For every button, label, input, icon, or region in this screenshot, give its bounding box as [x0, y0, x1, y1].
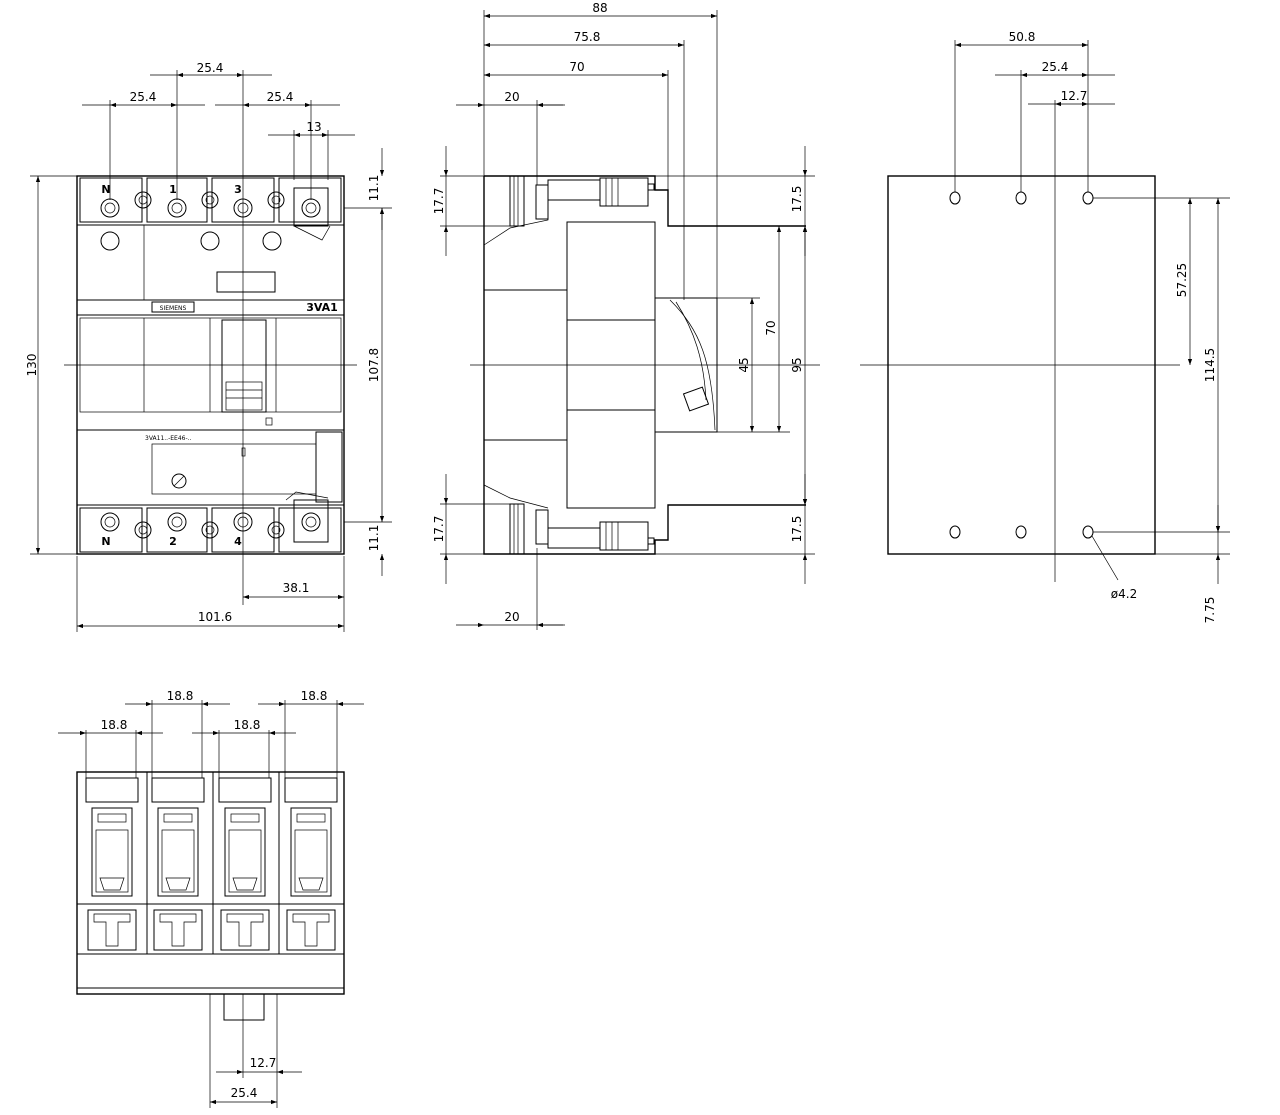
dim-depth-total: 88 — [592, 1, 607, 15]
terminal-label-bottom-2: 2 — [169, 535, 177, 548]
dim-terminal-depth-top: 20 — [504, 90, 519, 104]
model-label: 3VA1 — [306, 301, 338, 314]
brand-plate — [151, 301, 195, 313]
dim-depth-handle: 75.8 — [574, 30, 601, 44]
dim-pitch-right: 25.4 — [267, 90, 294, 104]
dim-cover-bottom: 17.5 — [790, 516, 804, 543]
rating-text: 3VA11..-EE46-.. — [145, 435, 192, 442]
dim-offset-right: 38.1 — [283, 581, 310, 595]
dim-cover-top: 17.5 — [790, 186, 804, 213]
mounting-hole — [949, 525, 961, 539]
dim-width-total: 101.6 — [198, 610, 232, 624]
bottom-terminals: N 2 4 — [79, 491, 342, 553]
dim-depth-front: 70 — [569, 60, 584, 74]
side-dims: 88 75.8 70 20 20 17.7 17.7 17.5 — [432, 1, 808, 628]
dim-hole-vertical: 114.5 — [1203, 348, 1217, 382]
dim-height-inner: 107.8 — [367, 348, 381, 382]
dim-body-height: 95 — [790, 357, 804, 372]
mounting-hole — [1015, 525, 1027, 539]
dim-terminal-height-top: 17.7 — [432, 188, 446, 215]
handle — [221, 319, 267, 413]
terminal-label-bottom-n: N — [101, 535, 110, 548]
dim-terminal-width: 13 — [306, 120, 321, 134]
dim-hole-to-center: 57.25 — [1175, 263, 1189, 297]
dim-terminal-top: 11.1 — [367, 175, 381, 202]
aux-module — [315, 431, 343, 503]
bottom-poles — [85, 777, 338, 951]
dim-top-pitch-right: 18.8 — [301, 689, 328, 703]
front-view: SIEMENS 3VA1 3VA11..-EE46-.. — [25, 61, 392, 632]
bottom-dims: 18.8 18.8 18.8 18.8 12.7 25.4 — [58, 689, 364, 1105]
rating-plate — [151, 443, 317, 495]
dim-terminal-depth-bottom: 20 — [504, 610, 519, 624]
dim-mid-pitch-left: 18.8 — [101, 718, 128, 732]
terminal-label-top-n: N — [101, 183, 110, 196]
drilling-view: 50.8 25.4 12.7 57.25 114.5 ø4.2 7.75 — [860, 30, 1230, 623]
dim-hole-diameter: ø4.2 — [1111, 587, 1137, 601]
dim-handle-offset: 12.7 — [250, 1056, 277, 1070]
dim-hole-offset: 12.7 — [1061, 89, 1088, 103]
mounting-hole — [949, 191, 961, 205]
dim-handle-span: 25.4 — [231, 1086, 258, 1100]
adjust-dial — [171, 473, 187, 489]
dim-pitch-left: 25.4 — [130, 90, 157, 104]
label-window — [216, 271, 276, 293]
side-view: 88 75.8 70 20 20 17.7 17.7 17.5 — [432, 1, 820, 630]
terminal-label-bottom-4: 4 — [234, 535, 242, 548]
dim-terminal-bottom: 11.1 — [367, 525, 381, 552]
dim-hole-bottom-offset: 7.75 — [1203, 597, 1217, 624]
dim-terminal-height-bottom: 17.7 — [432, 516, 446, 543]
brand-label: SIEMENS — [160, 305, 187, 312]
dim-hole-span: 50.8 — [1009, 30, 1036, 44]
front-dims: 25.4 25.4 25.4 13 130 107.8 11.1 11.1 38… — [25, 61, 385, 629]
mounting-hole — [1082, 525, 1094, 539]
handle-tip — [223, 994, 265, 1021]
mounting-hole — [1082, 191, 1094, 205]
dim-mid-pitch-right: 18.8 — [234, 718, 261, 732]
drilling-dims: 50.8 25.4 12.7 57.25 114.5 ø4.2 7.75 — [955, 30, 1221, 624]
dim-front-height: 70 — [764, 320, 778, 335]
bottom-view: 18.8 18.8 18.8 18.8 12.7 25.4 — [58, 689, 364, 1108]
terminal-label-top-1: 1 — [169, 183, 177, 196]
terminal-label-top-3: 3 — [234, 183, 242, 196]
mounting-hole — [1015, 191, 1027, 205]
dim-handle-window: 45 — [737, 357, 751, 372]
dim-pitch-top: 25.4 — [197, 61, 224, 75]
top-terminals: N 1 3 — [79, 177, 342, 251]
dim-height-total: 130 — [25, 354, 39, 377]
dim-hole-pitch: 25.4 — [1042, 60, 1069, 74]
dim-top-pitch-left: 18.8 — [167, 689, 194, 703]
